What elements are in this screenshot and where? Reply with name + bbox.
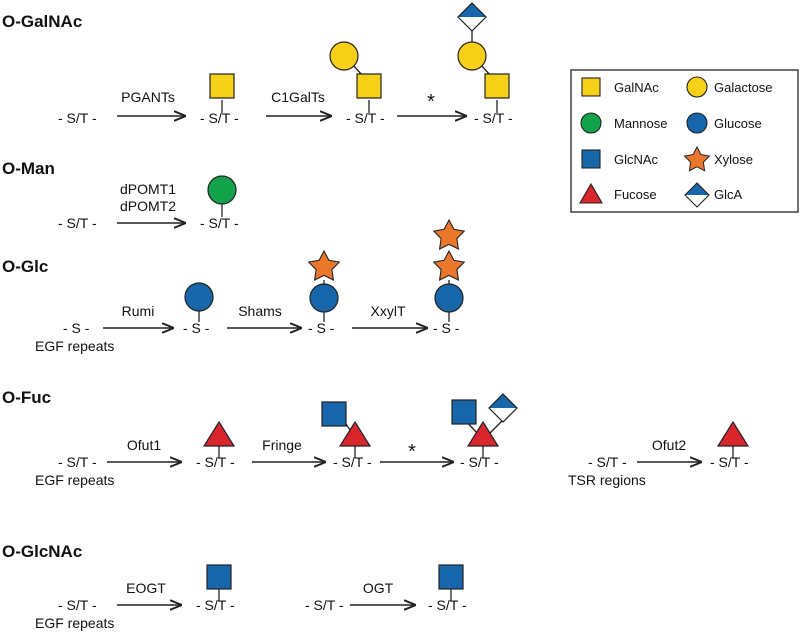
site-label: - S/T - xyxy=(200,215,239,231)
glca-diamond-icon xyxy=(684,182,710,208)
glcnac-square-icon xyxy=(581,149,601,169)
glucose-circle-icon xyxy=(309,283,339,313)
site-label: - S/T - xyxy=(460,454,499,470)
galnac-square-icon xyxy=(484,73,510,99)
legend-label-mannose: Mannose xyxy=(614,116,667,131)
legend-label-glucose: Glucose xyxy=(714,116,762,131)
site-label: - S - xyxy=(183,320,210,336)
section-title-o-glcnac: O-GlcNAc xyxy=(2,542,82,561)
legend-label-galnac: GalNAc xyxy=(614,80,659,95)
tsr-regions-label: TSR regions xyxy=(568,472,646,488)
enzyme-label-dpomt2: dPOMT2 xyxy=(120,198,176,214)
fucose-triangle-icon xyxy=(579,182,603,204)
fucose-triangle-icon xyxy=(202,420,236,447)
glcnac-square-icon xyxy=(206,564,232,590)
site-label: - S/T - xyxy=(588,454,627,470)
site-label: - S/T - xyxy=(200,110,239,126)
section-title-o-man: O-Man xyxy=(2,159,55,178)
galnac-square-icon xyxy=(581,77,601,97)
egf-repeats-label: EGF repeats xyxy=(35,472,114,488)
enzyme-label-unknown: * xyxy=(427,91,435,113)
site-label: - S/T - xyxy=(333,454,372,470)
enzyme-label-eogt: EOGT xyxy=(126,580,166,596)
glcnac-square-icon xyxy=(321,401,347,427)
o-glc-pathway: - S - EGF repeats Rumi - S - Shams - S -… xyxy=(35,218,466,354)
glcnac-square-icon xyxy=(451,399,477,425)
section-title-o-fuc: O-Fuc xyxy=(2,388,51,407)
site-label: - S - xyxy=(63,320,90,336)
glucose-circle-icon xyxy=(686,112,708,134)
site-label: - S - xyxy=(308,320,335,336)
legend-label-galactose: Galactose xyxy=(714,80,773,95)
enzyme-label-dpomt1: dPOMT1 xyxy=(120,181,176,197)
xylose-star-icon xyxy=(432,218,466,250)
o-glcnac-pathway: - S/T - EGF repeats EOGT - S/T - - S/T -… xyxy=(35,564,467,631)
mannose-circle-icon xyxy=(207,175,237,205)
fucose-triangle-icon xyxy=(716,420,750,447)
glucose-circle-icon xyxy=(184,282,214,312)
o-fuc-pathway: - S/T - EGF repeats Ofut1 - S/T - Fringe… xyxy=(35,393,750,488)
section-title-o-glc: O-Glc xyxy=(2,257,48,276)
xylose-star-icon xyxy=(432,249,466,281)
galactose-circle-icon xyxy=(686,76,708,98)
section-title-o-galnac: O-GalNAc xyxy=(2,12,82,31)
egf-repeats-label: EGF repeats xyxy=(35,338,114,354)
site-label: - S/T - xyxy=(196,597,235,613)
legend-label-fucose: Fucose xyxy=(614,187,657,202)
enzyme-label-shams: Shams xyxy=(238,303,282,319)
site-label: - S/T - xyxy=(58,454,97,470)
site-label: - S/T - xyxy=(346,110,385,126)
site-label: - S/T - xyxy=(58,110,97,126)
legend-label-glca: GlcA xyxy=(714,187,743,202)
legend-box xyxy=(570,69,799,213)
site-label: - S/T - xyxy=(428,597,467,613)
o-galnac-pathway: - S/T - PGANTs - S/T - C1GalTs - S/T - *… xyxy=(58,2,513,126)
enzyme-label-xxylt: XxylT xyxy=(371,303,406,319)
site-label: - S/T - xyxy=(474,110,513,126)
enzyme-label-fringe: Fringe xyxy=(262,437,302,453)
enzyme-label-ofut2: Ofut2 xyxy=(652,437,686,453)
enzyme-label-c1galts: C1GalTs xyxy=(271,89,325,105)
xylose-star-icon xyxy=(307,249,341,281)
glucose-circle-icon xyxy=(434,283,464,313)
enzyme-label-ogt: OGT xyxy=(363,580,394,596)
legend-label-glcnac: GlcNAc xyxy=(614,152,659,167)
xylose-star-icon xyxy=(683,145,711,172)
galnac-square-icon xyxy=(356,73,382,99)
mannose-circle-icon xyxy=(580,112,602,134)
glca-diamond-icon xyxy=(488,393,518,423)
glycan-linkage xyxy=(489,419,504,434)
glcnac-square-icon xyxy=(438,564,464,590)
o-man-pathway: - S/T - dPOMT1 dPOMT2 - S/T - xyxy=(58,175,239,231)
galnac-square-icon xyxy=(209,73,235,99)
fucose-triangle-icon xyxy=(338,420,372,447)
site-label: - S/T - xyxy=(196,454,235,470)
enzyme-label-rumi: Rumi xyxy=(122,303,155,319)
enzyme-label-pgants: PGANTs xyxy=(121,89,175,105)
legend: GalNAc Galactose Mannose Glucose GlcNAc … xyxy=(570,69,799,213)
site-label: - S/T - xyxy=(305,597,344,613)
site-label: - S/T - xyxy=(710,454,749,470)
site-label: - S - xyxy=(433,320,460,336)
galactose-circle-icon xyxy=(329,41,359,71)
fucose-triangle-icon xyxy=(466,420,500,447)
glca-diamond-icon xyxy=(457,2,487,32)
legend-label-xylose: Xylose xyxy=(714,152,753,167)
galactose-circle-icon xyxy=(457,41,487,71)
site-label: - S/T - xyxy=(58,215,97,231)
enzyme-label-ofut1: Ofut1 xyxy=(127,437,161,453)
enzyme-label-unknown: * xyxy=(408,441,416,463)
site-label: - S/T - xyxy=(58,597,97,613)
egf-repeats-label: EGF repeats xyxy=(35,615,114,631)
